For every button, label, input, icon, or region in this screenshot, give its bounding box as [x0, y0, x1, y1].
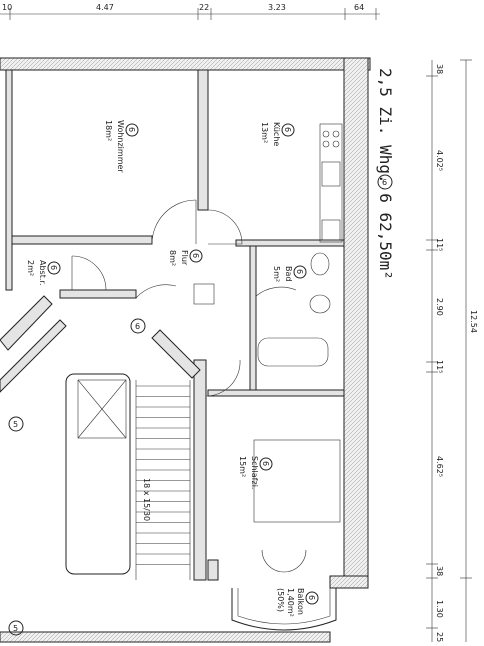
marker-side: 6	[135, 322, 140, 331]
room-bad-marker: 6	[295, 269, 304, 274]
dim-right-6: 4.62⁵	[435, 456, 444, 477]
room-abstellraum-marker: 6	[49, 265, 58, 270]
dim-right-8: 1.30	[435, 600, 444, 618]
interior-walls	[0, 69, 345, 581]
room-flur: 6 Flur 8m²	[168, 249, 203, 266]
room-bad-area: 5m²	[272, 266, 281, 282]
unit-marker: 6	[382, 178, 387, 187]
stairwell	[65, 373, 191, 580]
dim-total: 12.54	[469, 310, 478, 333]
room-schlafzimmer: 6 Schlafzi. 15m²	[238, 456, 273, 489]
balcony	[231, 588, 337, 631]
dim-top-4: 3.23	[268, 3, 286, 12]
dim-right-7: 38	[435, 566, 444, 576]
dim-top-5: 64	[354, 3, 364, 12]
dim-right-2: 4.02⁵	[435, 150, 444, 171]
room-kueche-area: 13m²	[260, 122, 269, 143]
bed	[253, 439, 341, 523]
room-balkon-area-note: (50%)	[276, 588, 285, 612]
room-wohnzimmer: 6 Wohnzimmer 18m²	[104, 120, 139, 173]
room-schlafzimmer-marker: 6	[261, 461, 270, 466]
room-bad: 6 Bad 5m²	[272, 265, 307, 282]
room-kueche: 6 Küche 13m²	[260, 122, 295, 146]
room-abstellraum-name: Abst.r.	[38, 260, 47, 286]
dim-right-9: 25	[435, 632, 444, 642]
room-wohnzimmer-marker: 6	[127, 127, 136, 132]
doors	[71, 199, 307, 573]
room-kueche-marker: 6	[283, 127, 292, 132]
dim-right-1: 38	[435, 64, 444, 74]
room-balkon-name: Balkon	[296, 588, 305, 615]
marker-bottom-circle	[8, 620, 24, 636]
room-flur-area: 8m²	[168, 250, 177, 266]
room-kueche-name: Küche	[272, 122, 281, 146]
chimney	[193, 283, 215, 305]
room-flur-name: Flur	[180, 250, 189, 266]
marker-lower: 5	[13, 420, 18, 429]
marker-lower-circle	[8, 416, 24, 432]
room-abstellraum-area: 2m²	[26, 260, 35, 276]
dim-top-2: 4.47	[96, 3, 114, 12]
room-balkon-area: 1,40m²	[286, 588, 295, 617]
outer-walls	[0, 57, 371, 643]
room-wohnzimmer-area: 18m²	[104, 120, 113, 141]
dim-top-3: 22	[199, 3, 209, 12]
right-dimension-line	[426, 59, 472, 642]
plan-title: 2,5 Zi. Whg. 6 62,50m²	[376, 68, 395, 280]
dim-right-4: 2.90	[435, 298, 444, 316]
kitchen-counter	[319, 123, 343, 243]
marker-bottom: 5	[13, 624, 18, 633]
dim-right-5: 11⁵	[435, 360, 444, 373]
room-bad-name: Bad	[284, 266, 293, 281]
room-abstellraum: 6 Abst.r. 2m²	[26, 260, 61, 286]
room-schlafzimmer-area: 15m²	[238, 456, 247, 477]
dim-top-1: 10	[2, 3, 12, 12]
marker-side-circle	[130, 318, 146, 334]
room-flur-marker: 6	[191, 253, 200, 258]
dim-right-3: 11⁵	[435, 238, 444, 251]
bath-fixtures	[257, 252, 331, 367]
stairs-label: 18 x 15/30	[142, 478, 151, 521]
room-balkon-marker: 6	[307, 595, 316, 600]
room-wohnzimmer-name: Wohnzimmer	[116, 120, 125, 173]
room-balkon: 6 Balkon 1,40m² (50%)	[276, 588, 319, 617]
room-schlafzimmer-name: Schlafzi.	[250, 456, 259, 489]
top-dimension-line: 10 4.47 22 3.23 64	[0, 3, 380, 20]
unit-marker-circle	[377, 174, 393, 190]
